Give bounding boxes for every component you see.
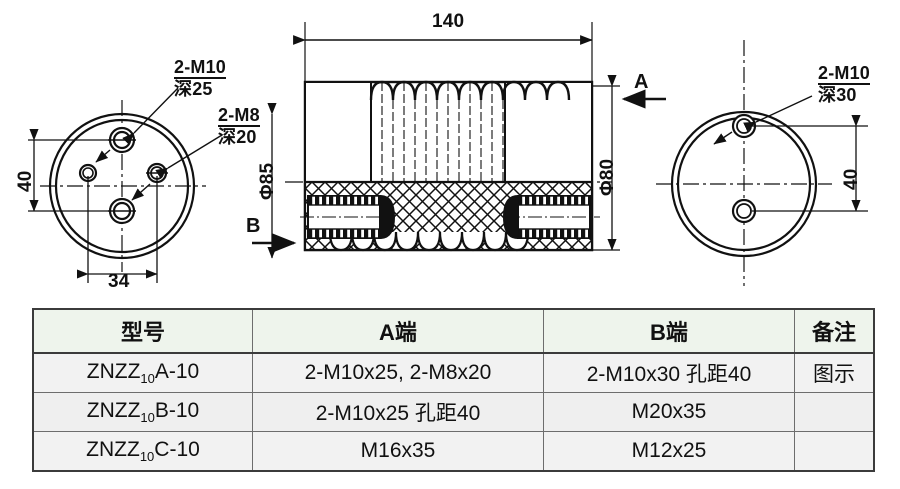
spec-table: 型号 A端 B端 备注 ZNZZ10A-10 2-M10x25, 2-M8x20… <box>32 308 875 472</box>
left-callout-m10-line2: 深25 <box>174 78 213 99</box>
section-mark-b-label: B <box>246 215 261 237</box>
left-hole-m10-top <box>108 126 136 154</box>
center-dim-phi80-label: Φ80 <box>597 158 618 196</box>
cell-note: 图示 <box>794 352 875 393</box>
left-callout-m8-line2: 深20 <box>218 126 257 147</box>
center-extension-lines <box>304 22 593 92</box>
left-leader-m10 <box>122 87 179 145</box>
table-row: ZNZZ10C-10 M16x35 M12x25 <box>32 431 875 472</box>
header-a-end: A端 <box>252 308 544 354</box>
cell-b-end: 2-M10x30 孔距40 <box>543 352 795 393</box>
left-dim-phi85-label: Φ85 <box>257 162 278 200</box>
center-view-group <box>285 22 666 252</box>
left-hole-m10-bottom <box>108 197 136 225</box>
center-flange-left <box>304 81 372 183</box>
center-insert-right <box>502 195 600 239</box>
model-suffix: A-10 <box>154 359 200 383</box>
cell-a-end: 2-M10x25, 2-M8x20 <box>252 352 544 393</box>
right-callout-m10-line2: 深30 <box>818 84 857 105</box>
center-insert-left <box>300 195 396 239</box>
left-dim-40 <box>28 128 110 212</box>
cell-model: ZNZZ10A-10 <box>32 352 253 393</box>
spec-table-body: ZNZZ10A-10 2-M10x25, 2-M8x20 2-M10x30 孔距… <box>32 352 875 472</box>
cell-a-end: 2-M10x25 孔距40 <box>252 392 544 432</box>
cell-note <box>794 431 875 472</box>
header-model: 型号 <box>32 308 253 354</box>
center-dim-140-label: 140 <box>432 11 465 32</box>
model-subscript: 10 <box>139 449 155 465</box>
header-b-end: B端 <box>543 308 795 354</box>
left-callout-m10-line1: 2-M10 <box>174 57 227 79</box>
model-suffix: C-10 <box>154 437 200 461</box>
left-callout-m10: 2-M10 深25 <box>174 57 227 99</box>
right-callout-m10-line1: 2-M10 <box>818 63 871 85</box>
model-subscript: 10 <box>140 410 155 426</box>
spec-table-wrap: 型号 A端 B端 备注 ZNZZ10A-10 2-M10x25, 2-M8x20… <box>32 308 875 472</box>
header-note: 备注 <box>794 308 875 354</box>
cell-b-end: M12x25 <box>543 431 795 472</box>
right-leader-m10 <box>743 95 813 132</box>
model-prefix: ZNZZ <box>86 437 140 461</box>
center-bellows-upper <box>369 80 571 182</box>
cell-model: ZNZZ10C-10 <box>32 431 253 472</box>
table-row: ZNZZ10A-10 2-M10x25, 2-M8x20 2-M10x30 孔距… <box>32 352 875 393</box>
right-dim-40 <box>752 114 868 212</box>
center-dim-phi80 <box>592 74 620 251</box>
cell-model: ZNZZ10B-10 <box>32 392 253 432</box>
drawing-svg <box>28 22 868 286</box>
cell-a-end: M16x35 <box>252 431 544 472</box>
right-centerlines <box>656 40 832 286</box>
right-dim-40-label: 40 <box>841 168 862 190</box>
right-callout-m10: 2-M10 深30 <box>818 63 871 105</box>
cell-note <box>794 392 875 432</box>
model-subscript: 10 <box>140 371 155 387</box>
left-leader-m8 <box>155 134 223 179</box>
left-dim-40-label: 40 <box>15 170 36 192</box>
center-flange-right <box>504 81 593 183</box>
cell-b-end: M20x35 <box>543 392 795 432</box>
spec-table-head: 型号 A端 B端 备注 <box>32 308 875 354</box>
section-mark-a-label: A <box>634 71 649 93</box>
left-view-group <box>28 87 297 283</box>
model-prefix: ZNZZ <box>86 398 141 422</box>
model-suffix: B-10 <box>154 398 200 422</box>
model-prefix: ZNZZ <box>86 359 141 383</box>
right-view-group <box>656 40 868 286</box>
left-dim-34 <box>76 176 158 283</box>
right-hole-bottom <box>731 198 757 224</box>
spec-header-row: 型号 A端 B端 备注 <box>32 308 875 354</box>
drawing-area: 2-M10 深25 2-M8 深20 40 34 Φ85 B 140 Φ80 A… <box>15 11 871 292</box>
table-row: ZNZZ10B-10 2-M10x25 孔距40 M20x35 <box>32 392 875 432</box>
left-dim-34-label: 34 <box>108 271 130 292</box>
left-callout-m8-line1: 2-M8 <box>218 105 260 127</box>
left-callout-m8: 2-M8 深20 <box>218 106 260 147</box>
right-hole-top <box>731 113 757 139</box>
